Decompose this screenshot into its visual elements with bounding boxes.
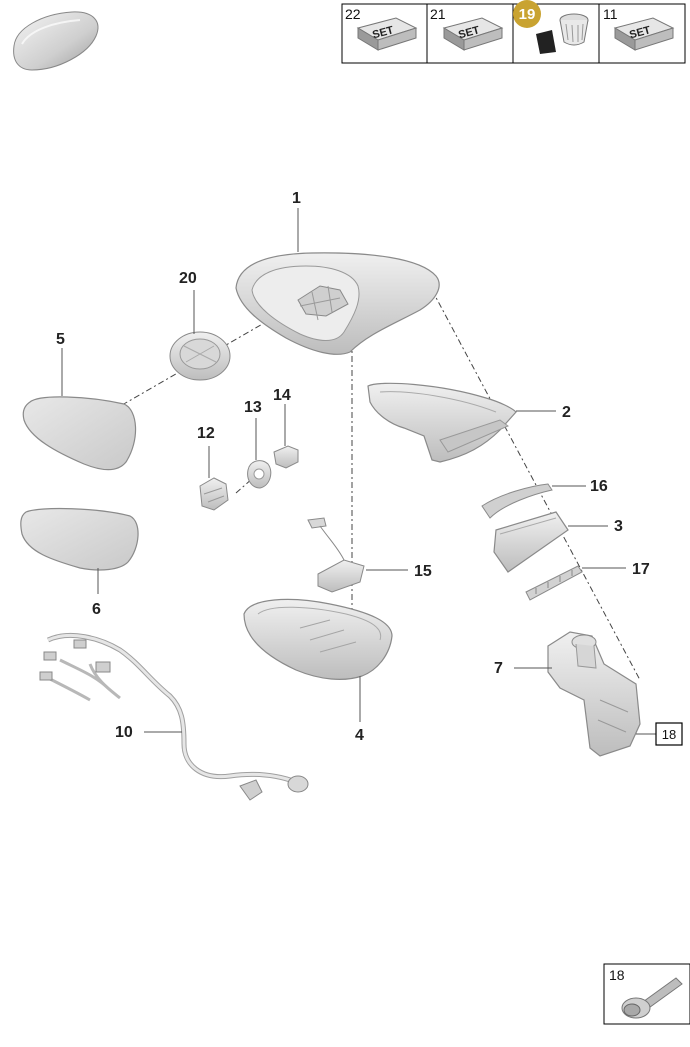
callout-3: 3 (614, 518, 623, 535)
part-15-control-unit[interactable] (307, 517, 365, 593)
callout-15: 15 (414, 563, 432, 580)
set-cell-21[interactable]: 21 SET (430, 6, 504, 51)
part-1-mirror-housing[interactable] (235, 252, 440, 355)
callout-7: 7 (494, 660, 503, 677)
set-label: SET (628, 24, 652, 41)
callout-18: 18 (662, 727, 676, 742)
callout-17: 17 (632, 561, 650, 578)
part-5-mirror-glass[interactable] (22, 396, 137, 471)
set-cell-number: 19 (519, 6, 536, 23)
part-13-clip[interactable] (247, 460, 272, 489)
callout-14: 14 (273, 387, 291, 404)
set-label: SET (457, 24, 481, 41)
part-12-bracket[interactable] (199, 477, 229, 511)
mirror-cap-thumbnail (13, 11, 99, 71)
part-17-strip[interactable] (525, 565, 583, 601)
set-table: 22 SET 21 SET 19 11 SET (341, 0, 686, 64)
set-cell-22[interactable]: 22 SET (345, 6, 418, 51)
part-2-trim-frame[interactable] (367, 382, 517, 463)
part-20-mirror-motor[interactable] (169, 331, 231, 381)
part-3-cover-panel[interactable] (493, 511, 569, 573)
callout-4: 4 (355, 727, 364, 744)
highlight-badge (513, 0, 541, 28)
part-4-mirror-cap[interactable] (243, 598, 393, 680)
part-14-connector[interactable] (273, 445, 299, 469)
callout-6: 6 (92, 601, 101, 618)
callout-16: 16 (590, 478, 608, 495)
callout-12: 12 (197, 425, 215, 442)
screw-icon (621, 977, 683, 1019)
set-cell-number: 11 (603, 6, 618, 22)
part-16-seal[interactable] (481, 483, 553, 519)
set-cell-19[interactable]: 19 (513, 0, 589, 54)
callout-18-box (655, 722, 683, 746)
callout-10: 10 (115, 724, 133, 741)
clip-icon (536, 30, 556, 54)
set-label: SET (371, 24, 395, 41)
part-6-mirror-glass-alt[interactable] (20, 507, 139, 571)
callout-1: 1 (292, 190, 301, 207)
callout-2: 2 (562, 404, 571, 421)
set-cell-number: 22 (345, 6, 361, 22)
callout-20: 20 (179, 270, 197, 287)
callout-13: 13 (244, 399, 262, 416)
part-7-mirror-mount[interactable] (547, 631, 641, 757)
screw-detail-box[interactable]: 18 (603, 963, 690, 1025)
set-cell-number: 21 (430, 6, 446, 22)
screw-box-number: 18 (609, 967, 625, 983)
set-cell-11[interactable]: 11 SET (603, 6, 675, 51)
part-10-wiring-harness[interactable] (39, 632, 309, 801)
callout-5: 5 (56, 331, 65, 348)
